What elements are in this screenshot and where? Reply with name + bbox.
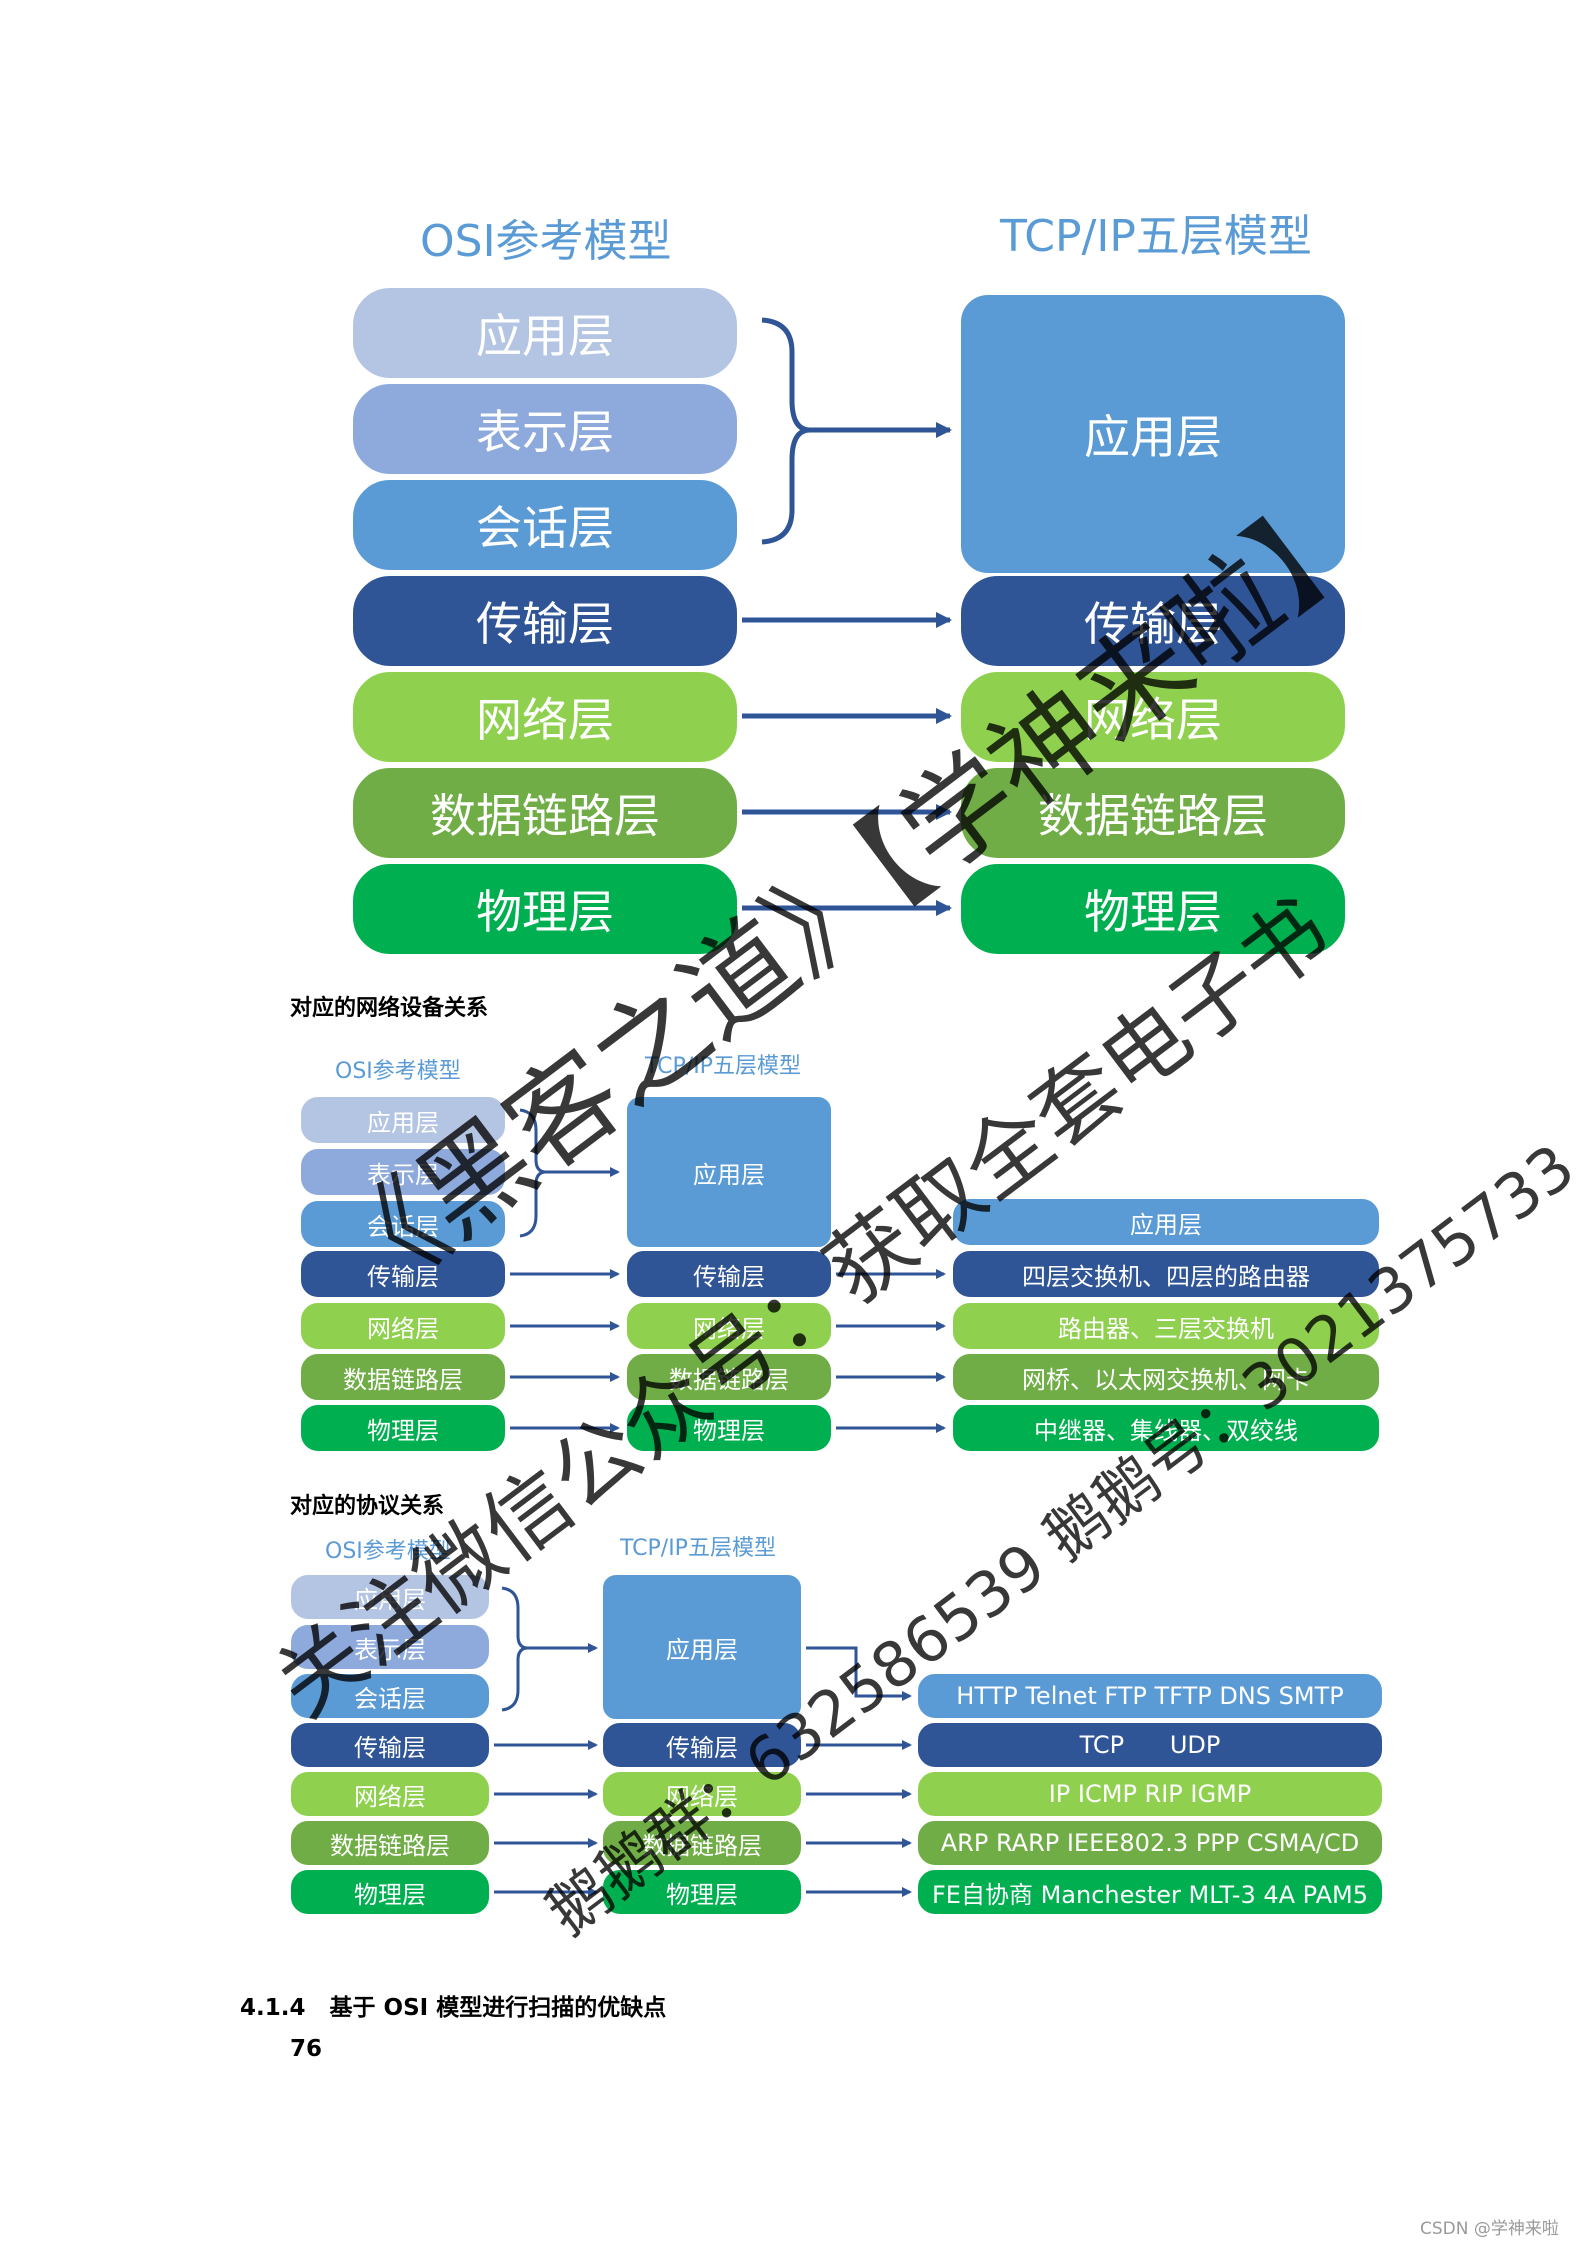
page-number: 76: [290, 2036, 323, 2062]
tcp-layer-transport: 传输层: [958, 573, 1348, 669]
devices-tcp-datalink: 数据链路层: [624, 1351, 834, 1403]
devices-tcp-physical: 物理层: [624, 1402, 834, 1454]
protocols-network: IP ICMP RIP IGMP: [915, 1769, 1385, 1819]
protocols-datalink: ARP RARP IEEE802.3 PPP CSMA/CD: [915, 1818, 1385, 1868]
brace-3: [501, 1586, 529, 1712]
osi-layer-session: 会话层: [350, 477, 740, 573]
devices-osi-physical: 物理层: [298, 1402, 508, 1454]
devices-osi-session: 会话层: [298, 1198, 508, 1250]
devices-network: 路由器、三层交换机: [950, 1300, 1382, 1352]
devices-tcp-transport: 传输层: [624, 1248, 834, 1300]
tcp-layer-datalink: 数据链路层: [958, 765, 1348, 861]
devices-osi-datalink: 数据链路层: [298, 1351, 508, 1403]
devices-heading: 对应的网络设备关系: [290, 996, 489, 1021]
protocols-tcp-datalink: 数据链路层: [600, 1818, 804, 1868]
protocols-transport: TCP UDP: [915, 1720, 1385, 1770]
devices-transport: 四层交换机、四层的路由器: [950, 1248, 1382, 1300]
osi-layer-application: 应用层: [350, 285, 740, 381]
protocols-tcp-transport: 传输层: [600, 1720, 804, 1770]
osi-layer-transport: 传输层: [350, 573, 740, 669]
section-title: 4.1.4 基于 OSI 模型进行扫描的优缺点: [240, 1995, 667, 2021]
devices-osi-application: 应用层: [298, 1094, 508, 1146]
brace-1: [761, 317, 811, 545]
protocols-physical: FE自协商 Manchester MLT-3 4A PAM5: [915, 1867, 1385, 1917]
protocols-osi-session: 会话层: [288, 1671, 492, 1721]
devices-datalink: 网桥、以太网交换机、网卡: [950, 1351, 1382, 1403]
protocols-tcp-network: 网络层: [600, 1769, 804, 1819]
protocols-osi-title: OSI参考模型: [325, 1539, 451, 1564]
protocols-osi-network: 网络层: [288, 1769, 492, 1819]
tcp-layer-network: 网络层: [958, 669, 1348, 765]
devices-osi-presentation: 表示层: [298, 1146, 508, 1198]
devices-osi-title: OSI参考模型: [335, 1059, 461, 1084]
osi-layer-presentation: 表示层: [350, 381, 740, 477]
protocols-tcp-application: 应用层: [600, 1572, 804, 1722]
protocols-tcp-title: TCP/IP五层模型: [620, 1536, 776, 1561]
devices-tcp-title: TCP/IP五层模型: [645, 1054, 801, 1079]
protocols-osi-application: 应用层: [288, 1572, 492, 1622]
csdn-credit: CSDN @学神来啦: [1420, 2219, 1559, 2239]
devices-tcp-network: 网络层: [624, 1300, 834, 1352]
devices-application: 应用层: [950, 1196, 1382, 1248]
protocols-osi-presentation: 表示层: [288, 1622, 492, 1672]
tcp-layer-physical: 物理层: [958, 861, 1348, 957]
devices-osi-network: 网络层: [298, 1300, 508, 1352]
devices-physical: 中继器、集线器、双绞线: [950, 1402, 1382, 1454]
protocols-osi-transport: 传输层: [288, 1720, 492, 1770]
osi-layer-datalink: 数据链路层: [350, 765, 740, 861]
devices-osi-transport: 传输层: [298, 1248, 508, 1300]
osi-layer-network: 网络层: [350, 669, 740, 765]
protocols-heading: 对应的协议关系: [290, 1494, 445, 1519]
osi-title: OSI参考模型: [420, 216, 672, 267]
protocols-osi-datalink: 数据链路层: [288, 1818, 492, 1868]
tcp-title: TCP/IP五层模型: [1000, 211, 1312, 262]
protocols-osi-physical: 物理层: [288, 1867, 492, 1917]
tcp-layer-application: 应用层: [958, 292, 1348, 576]
protocols-application: HTTP Telnet FTP TFTP DNS SMTP: [915, 1671, 1385, 1721]
protocols-tcp-physical: 物理层: [600, 1867, 804, 1917]
osi-layer-physical: 物理层: [350, 861, 740, 957]
